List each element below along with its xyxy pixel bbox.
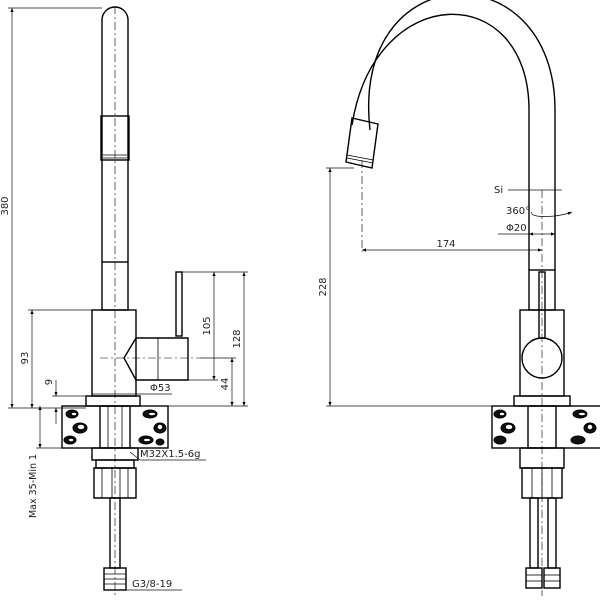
dim-105: 105: [202, 316, 213, 335]
dim-thread: M32X1.5-6g: [140, 449, 200, 460]
dim-phi20: Φ20: [506, 223, 527, 234]
dim-hose-thread: G3/8-19: [132, 579, 172, 590]
lock-ring: [93, 467, 137, 499]
main-body: [91, 309, 137, 397]
side-view: 380 93 9 105 128 44 Φ53 Max 35-Min 1: [0, 6, 248, 596]
label-si: Si: [494, 185, 503, 196]
handle-hub: [123, 337, 189, 381]
front-hose-left: [529, 497, 539, 569]
spray-head: [345, 117, 379, 169]
base-flange: [85, 395, 141, 407]
hose-segment: [100, 115, 130, 161]
dim-9: 9: [44, 379, 55, 385]
stone-texture: [63, 409, 167, 446]
dim-44: 44: [220, 378, 231, 391]
dim-phi53: Φ53: [150, 383, 171, 394]
front-hose-right: [547, 497, 557, 569]
dim-174: 174: [436, 239, 455, 250]
gooseneck-inner: [367, 0, 556, 270]
front-view: 228 174 Φ20 360° Si: [318, 0, 600, 596]
rotation-arrow: [531, 211, 573, 217]
handle-lever: [175, 271, 183, 337]
front-stone-texture: [493, 409, 597, 445]
front-lock-ring: [521, 467, 563, 499]
dim-380: 380: [0, 196, 11, 215]
front-fitting-left: [525, 567, 543, 589]
dim-rotation: 360°: [506, 206, 530, 217]
dim-228: 228: [318, 277, 329, 296]
dim-128: 128: [232, 329, 243, 348]
dim-counter-thickness: Max 35-Min 1: [28, 454, 39, 518]
dim-93: 93: [20, 352, 31, 365]
gooseneck-outer: [351, 13, 530, 270]
front-fitting-right: [543, 567, 561, 589]
